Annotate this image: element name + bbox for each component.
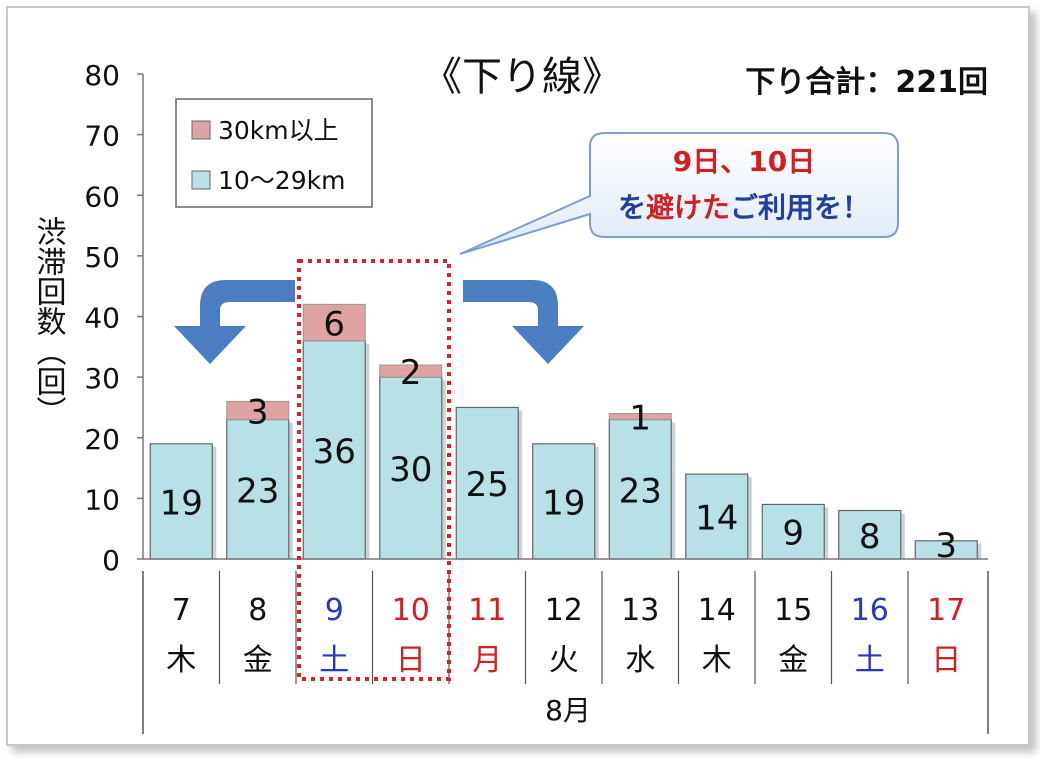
arrows: [174, 280, 584, 364]
bar-10-29km: [455, 406, 519, 560]
y-tick-label: 70: [84, 120, 120, 153]
data-label-10-29km: 36: [313, 432, 356, 472]
data-label-10-29km: 25: [466, 465, 509, 505]
x-tick-day: 8: [248, 593, 267, 628]
x-tick-day: 13: [621, 593, 659, 628]
x-tick-day: 12: [545, 593, 583, 628]
y-tick-label: 10: [84, 483, 120, 516]
x-tick-weekday: 木: [166, 643, 196, 678]
bar-10-29km: [761, 503, 825, 560]
bar-30km: [302, 303, 366, 342]
bar-10-29km: [226, 418, 290, 560]
bar-30km: [608, 413, 672, 421]
y-tick-label: 60: [84, 180, 120, 213]
x-axis-title: 8月: [545, 694, 591, 727]
y-tick-label: 80: [84, 59, 120, 92]
data-label-10-29km: 8: [859, 517, 881, 557]
bar-10-29km: [149, 443, 213, 560]
y-tick-label: 0: [102, 544, 120, 577]
x-tick-day: 7: [172, 593, 191, 628]
chart-frame: 《下り線》 下り合計：221回 渋滞回数（回） 0 10 20 30 40 50 60 70 8…: [6, 6, 1030, 746]
callout: 9日、10日 を避けたご利用を！: [459, 132, 899, 255]
callout-line-1: 9日、10日: [673, 145, 815, 178]
x-tick-day: 14: [698, 593, 736, 628]
legend-box: [175, 98, 373, 208]
legend-label-30km: 30km以上: [218, 116, 339, 145]
bar-10-29km: [608, 418, 672, 560]
data-label-10-29km: 23: [619, 471, 662, 511]
data-label-30km: 2: [400, 353, 422, 393]
data-label-10-29km: 9: [782, 514, 804, 554]
legend-swatch-10-29km: [191, 170, 211, 190]
legend-swatch-30km: [191, 120, 211, 140]
x-tick-day: 9: [325, 593, 344, 628]
legend: 30km以上 10～29km: [175, 98, 373, 208]
data-label-30km: 1: [629, 399, 651, 439]
x-tick-day: 10: [392, 593, 430, 628]
y-tick-label: 30: [84, 362, 120, 395]
x-tick-day: 15: [774, 593, 812, 628]
x-tick-weekday: 金: [243, 643, 273, 678]
left-curved-arrow: [174, 280, 295, 364]
data-label-10-29km: 3: [935, 526, 957, 566]
x-tick-weekday: 水: [625, 643, 655, 678]
bar-30km: [226, 400, 290, 421]
bars: 19 3 23 6 36 2 30 25 19 1 23 14 9 8 3: [143, 303, 988, 566]
data-label-10-29km: 19: [542, 483, 585, 523]
chart-title: 《下り線》: [422, 54, 622, 100]
x-tick-weekday: 土: [855, 643, 885, 678]
y-axis: 0 10 20 30 40 50 60 70 80: [84, 59, 144, 577]
data-label-10-29km: 30: [389, 450, 432, 490]
y-tick-label: 40: [84, 302, 120, 335]
data-label-10-29km: 19: [160, 483, 203, 523]
x-tick-weekday: 火: [549, 643, 579, 678]
y-axis-title: 渋滞回数（回）: [31, 216, 67, 426]
bar-10-29km: [302, 340, 366, 560]
x-tick-weekday: 月: [472, 643, 502, 678]
bar-10-29km: [838, 509, 902, 560]
callout-bubble: [459, 132, 899, 255]
callout-line-2-a: を: [618, 191, 646, 224]
total-label: 下り合計：221回: [745, 65, 988, 100]
x-axis: 7 木 8 金 9 土 10 日 11 月 12 火 13 水 14 木 15 金 16 土 17 日: [142, 571, 989, 734]
x-tick-weekday: 木: [702, 643, 732, 678]
bar-10-29km: [379, 376, 443, 560]
callout-line-2-b: 避けた: [646, 191, 730, 224]
x-tick-day: 16: [851, 593, 889, 628]
data-label-30km: 6: [323, 305, 345, 345]
legend-label-10-29km: 10～29km: [218, 166, 345, 195]
x-tick-weekday: 日: [396, 643, 426, 678]
data-label-10-29km: 23: [236, 471, 279, 511]
y-tick-label: 20: [84, 423, 120, 456]
x-tick-weekday: 金: [778, 643, 808, 678]
y-tick-label: 50: [84, 241, 120, 274]
x-tick-weekday: 日: [931, 643, 961, 678]
bar-30km: [379, 364, 443, 378]
chart-svg: 《下り線》 下り合計：221回 渋滞回数（回） 0 10 20 30 40 50 60 70 8…: [31, 54, 989, 734]
right-curved-arrow: [463, 280, 584, 364]
x-tick-weekday: 土: [319, 643, 349, 678]
data-label-10-29km: 14: [695, 499, 738, 539]
x-tick-day: 11: [468, 593, 506, 628]
callout-line-2-c: ご利用を！: [730, 191, 870, 224]
highlight-box: [297, 259, 451, 681]
x-tick-day: 17: [927, 593, 965, 628]
callout-line-2: を避けたご利用を！: [618, 191, 870, 224]
bar-10-29km: [685, 473, 749, 560]
data-label-30km: 3: [247, 392, 269, 432]
